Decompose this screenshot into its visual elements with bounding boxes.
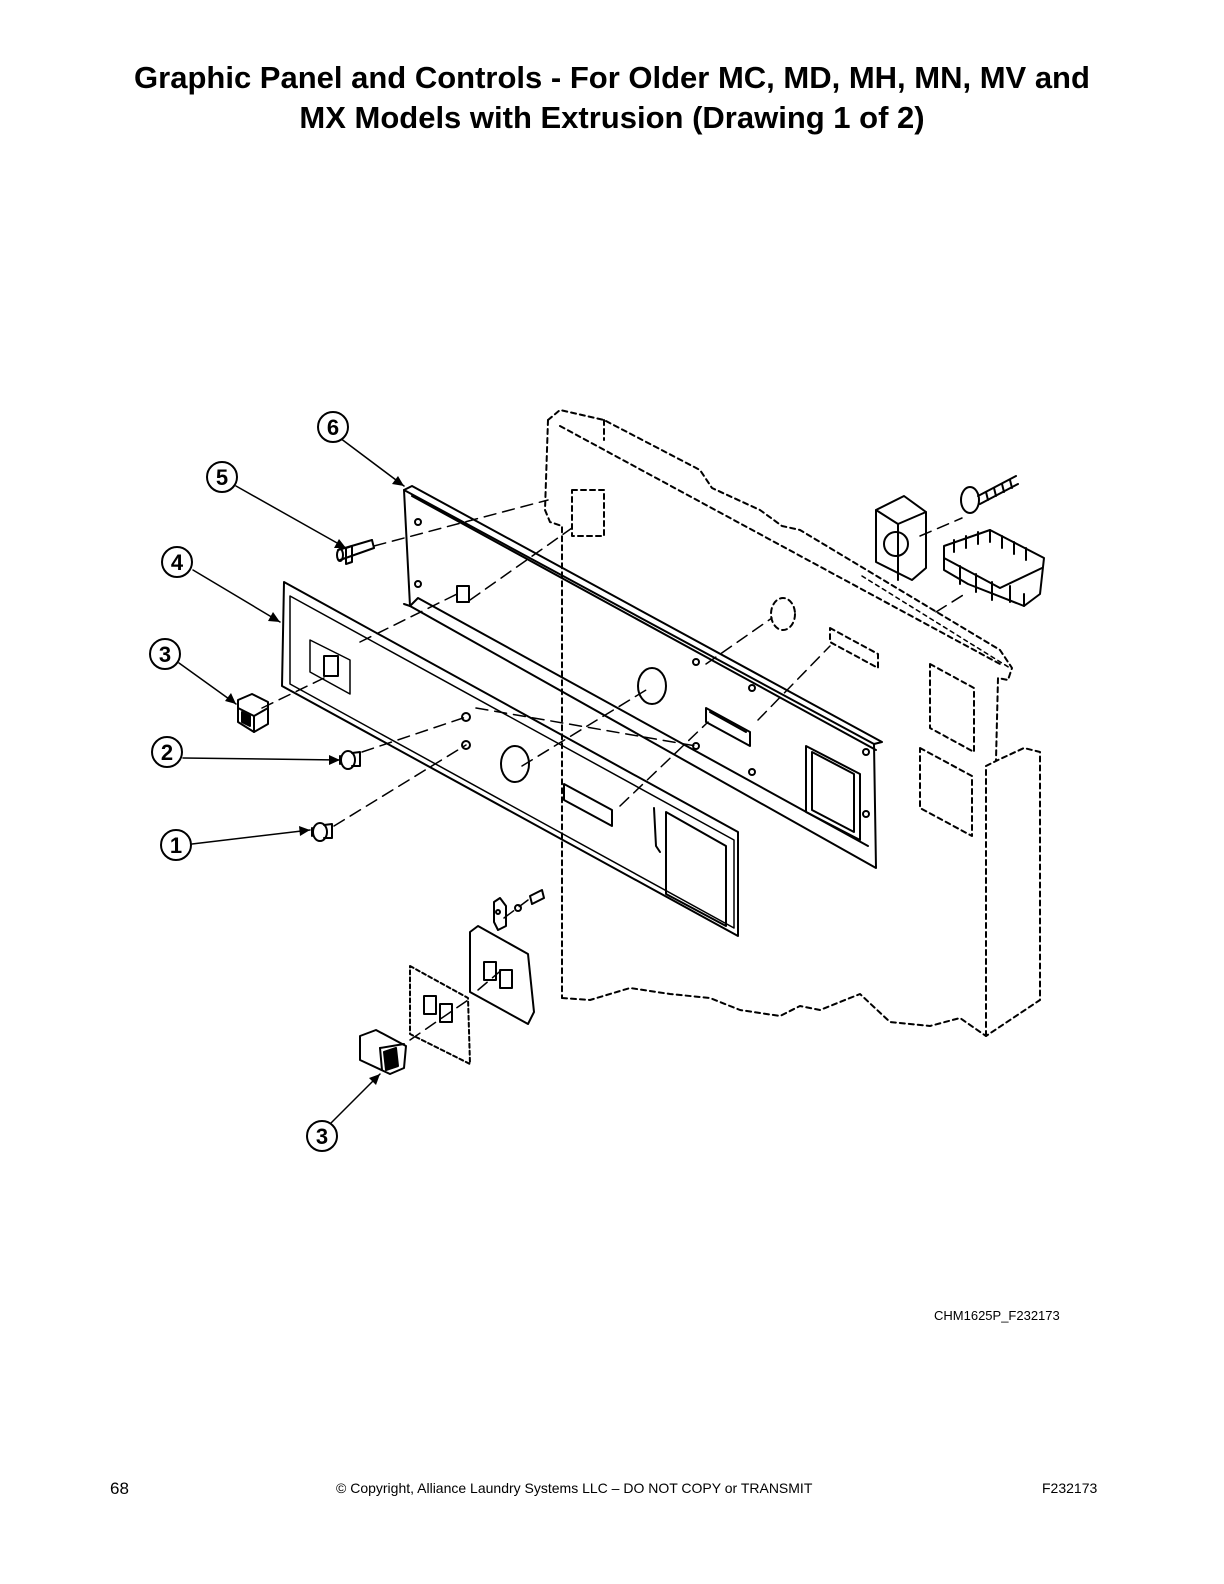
figure-id: F232173 xyxy=(1042,1480,1098,1496)
panel-window xyxy=(665,811,727,927)
panel-knob-hole xyxy=(500,745,530,783)
console-outline xyxy=(544,409,1041,1037)
svg-text:6: 6 xyxy=(327,415,339,440)
svg-text:4: 4 xyxy=(171,550,184,575)
svg-text:1: 1 xyxy=(170,833,182,858)
extrusion-knob-hole xyxy=(637,667,667,705)
pin-part xyxy=(336,539,375,565)
callout-3-top: 3 xyxy=(149,638,181,670)
callout-4: 4 xyxy=(161,546,193,578)
callout-6: 6 xyxy=(317,411,349,443)
callout-1: 1 xyxy=(160,829,192,861)
plug-button-upper-part xyxy=(339,750,361,770)
extrusion-part xyxy=(403,485,883,869)
callout-5: 5 xyxy=(206,461,238,493)
page-title: Graphic Panel and Controls - For Older M… xyxy=(60,58,1164,138)
svg-text:3: 3 xyxy=(159,642,171,667)
callout-3-bottom: 3 xyxy=(306,1120,338,1152)
extrusion-slot xyxy=(705,707,751,747)
page-number: 68 xyxy=(110,1479,129,1498)
title-line-1: Graphic Panel and Controls - For Older M… xyxy=(134,60,1090,95)
plug-button-lower-part xyxy=(311,822,333,842)
rocker-switch-top-part xyxy=(237,693,269,733)
extrusion-window xyxy=(805,745,861,841)
alignment-lines xyxy=(261,499,1011,1041)
graphic-panel-part xyxy=(281,581,739,937)
title-line-2: MX Models with Extrusion (Drawing 1 of 2… xyxy=(299,100,925,135)
knob-bezel-part xyxy=(875,475,1019,581)
terminal-block-part xyxy=(943,529,1045,607)
leader-lines xyxy=(178,437,405,1125)
drawing-reference: CHM1625P_F232173 xyxy=(934,1308,1060,1323)
panel-slot xyxy=(563,783,613,827)
svg-text:3: 3 xyxy=(316,1124,328,1149)
extrusion-switch-cutout xyxy=(456,585,470,603)
svg-text:5: 5 xyxy=(216,465,228,490)
panel-switch-cutout xyxy=(323,655,339,677)
copyright-notice: © Copyright, Alliance Laundry Systems LL… xyxy=(336,1480,813,1496)
switch-bracket-assembly xyxy=(359,889,545,1075)
svg-text:2: 2 xyxy=(161,740,173,765)
leader-arrowheads xyxy=(225,476,404,1085)
callout-2: 2 xyxy=(151,736,183,768)
